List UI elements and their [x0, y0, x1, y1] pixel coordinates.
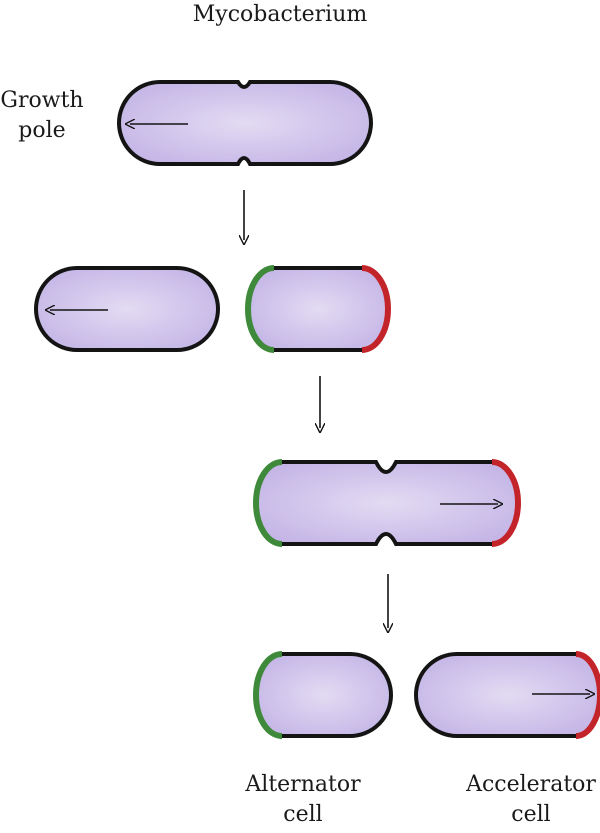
growth-pole-label: Growth pole — [0, 86, 84, 146]
mother-cell-body — [117, 80, 373, 166]
mother-cell-dividing — [117, 80, 373, 166]
alternator-cell-label-line2: cell — [283, 802, 323, 827]
alternator-cell — [253, 651, 393, 739]
alternator-cell-body — [254, 652, 393, 738]
accelerator-cell-label-line2: cell — [511, 802, 551, 827]
new-pole-red — [361, 265, 391, 353]
alternator-cell-label-line1: Alternator — [245, 772, 361, 797]
second-division-cell — [253, 459, 521, 547]
accelerator-cell-label: Accelerator cell — [462, 770, 600, 830]
second-division-body — [254, 460, 520, 546]
accelerator-cell-label-line1: Accelerator — [466, 772, 596, 797]
daughter-cell-right-body — [246, 266, 390, 352]
growth-pole-label-line1: Growth — [0, 88, 84, 113]
accelerator-cell — [414, 651, 600, 739]
daughter-cell-left-body — [34, 266, 220, 352]
growth-pole-label-line2: pole — [18, 118, 66, 143]
old-pole-green — [245, 265, 275, 353]
diagram-title: Mycobacterium — [192, 2, 368, 27]
alternator-old-pole-green — [253, 651, 283, 739]
alternator-cell-label: Alternator cell — [238, 770, 368, 830]
daughter-cell-right — [245, 265, 391, 353]
second-old-pole-green — [253, 459, 283, 547]
second-new-pole-red — [491, 459, 521, 547]
accelerator-cell-body — [414, 652, 600, 738]
daughter-cell-left — [34, 266, 220, 352]
